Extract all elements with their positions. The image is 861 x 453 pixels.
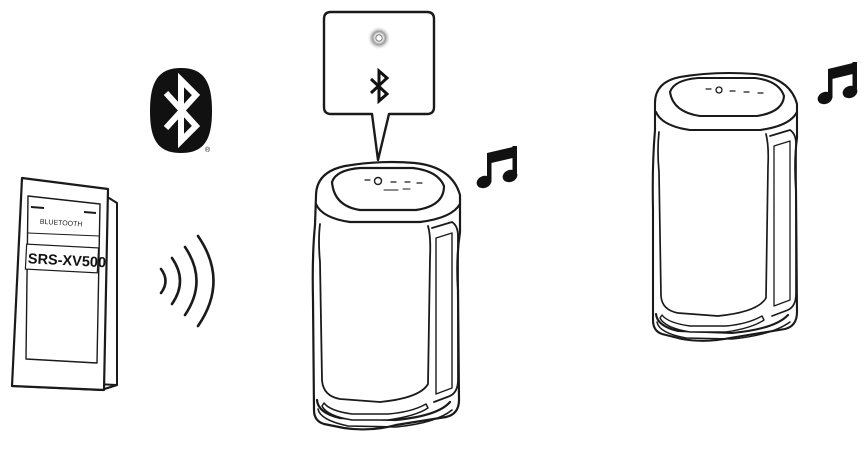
wireless-signal-icon	[159, 234, 215, 328]
phone-screen-header: BLUETOOTH	[40, 219, 83, 229]
speaker-secondary	[651, 71, 799, 342]
bluetooth-icon	[369, 67, 390, 105]
bluetooth-logo-icon: ®	[150, 68, 212, 154]
device-name-row[interactable]	[24, 243, 100, 274]
callout-bubble	[322, 10, 436, 162]
device-name-text: SRS-XV500	[27, 251, 106, 271]
music-note-icon	[476, 146, 518, 189]
speaker-primary	[311, 160, 462, 431]
music-note-icon-right	[817, 62, 858, 105]
registered-mark: ®	[205, 146, 211, 154]
smartphone	[10, 176, 118, 392]
